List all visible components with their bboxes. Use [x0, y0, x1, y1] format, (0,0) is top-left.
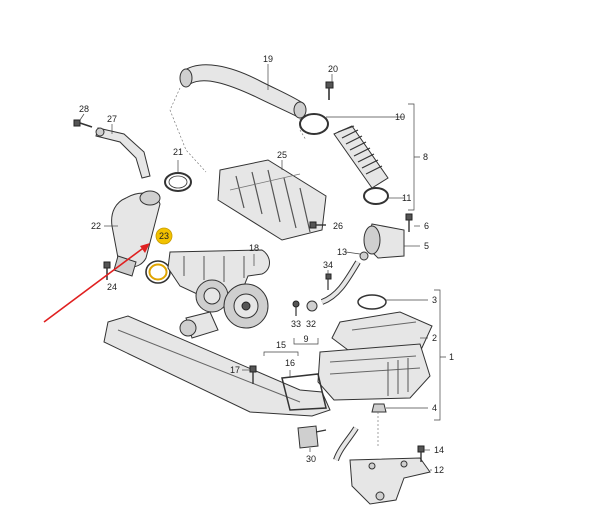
bracket-15 — [263, 351, 299, 356]
elbow-hose — [333, 426, 359, 462]
callout-22: 22 — [91, 221, 101, 231]
part-4-grommet — [371, 403, 387, 413]
part-18-turbo-manifold — [167, 249, 270, 339]
leader-28 — [79, 113, 85, 121]
part-24-bolt — [103, 261, 111, 280]
callout-6: 6 — [424, 221, 429, 231]
part-34-bolt — [325, 273, 332, 290]
callout-10: 10 — [395, 112, 405, 122]
part-8-bellows — [333, 125, 389, 189]
callout-18: 18 — [249, 243, 259, 253]
callout-26: 26 — [333, 221, 343, 231]
part-6-bolt — [405, 213, 413, 232]
callout-5: 5 — [424, 241, 429, 251]
callout-14: 14 — [434, 445, 444, 455]
part-19-intake-hose — [179, 64, 307, 119]
callout-17: 17 — [230, 365, 240, 375]
part-32-clip — [306, 300, 318, 312]
callout-33: 33 — [291, 319, 301, 329]
part-13-clip — [359, 251, 369, 261]
leader-13 — [345, 251, 361, 255]
callout-28: 28 — [79, 104, 89, 114]
callout-15: 15 — [276, 340, 286, 350]
callout-2: 2 — [432, 333, 437, 343]
dash-19-21 — [169, 87, 207, 173]
callout-34: 34 — [323, 260, 333, 270]
bracket-1 — [434, 289, 446, 421]
part-26-bolt — [309, 221, 326, 229]
part-11-clamp — [363, 187, 389, 205]
part-30-bracket — [297, 425, 327, 449]
callout-9: 9 — [303, 334, 308, 344]
part-12-support-bracket — [349, 457, 431, 505]
callout-19: 19 — [263, 54, 273, 64]
part-25-engine-cover — [217, 159, 327, 241]
callout-13: 13 — [337, 247, 347, 257]
callout-20: 20 — [328, 64, 338, 74]
callout-30: 30 — [306, 454, 316, 464]
bracket-9 — [293, 338, 319, 345]
part-22-charge-pipe — [111, 190, 161, 277]
intake-duct-lower — [103, 315, 331, 417]
callout-11: 11 — [402, 193, 411, 203]
callout-21: 21 — [173, 147, 183, 157]
callout-3: 3 — [432, 295, 437, 305]
callout-4: 4 — [432, 403, 437, 413]
callout-32: 32 — [306, 319, 316, 329]
part-27-breather-pipe — [95, 127, 151, 179]
part-1-filter-housing — [317, 343, 431, 401]
callout-24: 24 — [107, 282, 117, 292]
part-20-bolt — [325, 81, 334, 100]
part-28-bolt — [73, 119, 93, 128]
part-23-gasket — [145, 260, 171, 284]
part-21-clamp — [164, 172, 192, 192]
bracket-8 — [408, 103, 420, 211]
callout-27: 27 — [107, 114, 117, 124]
callout-8: 8 — [423, 152, 428, 162]
part-17-bolt — [249, 365, 257, 384]
part-3-seal — [357, 294, 387, 310]
callout-1: 1 — [449, 352, 454, 362]
highlight-badge-23 — [155, 227, 173, 245]
part-9-hose — [320, 260, 361, 305]
callout-25: 25 — [277, 150, 287, 160]
red-arrow — [43, 243, 150, 323]
callout-23: 23 — [159, 231, 169, 241]
part-14-bolt — [417, 445, 425, 462]
part-5-air-mass-meter — [363, 223, 405, 259]
part-16-seal — [281, 373, 327, 411]
callout-12: 12 — [434, 465, 444, 475]
part-10-clamp — [299, 113, 329, 135]
part-33-screw — [292, 300, 300, 316]
callout-16: 16 — [285, 358, 295, 368]
